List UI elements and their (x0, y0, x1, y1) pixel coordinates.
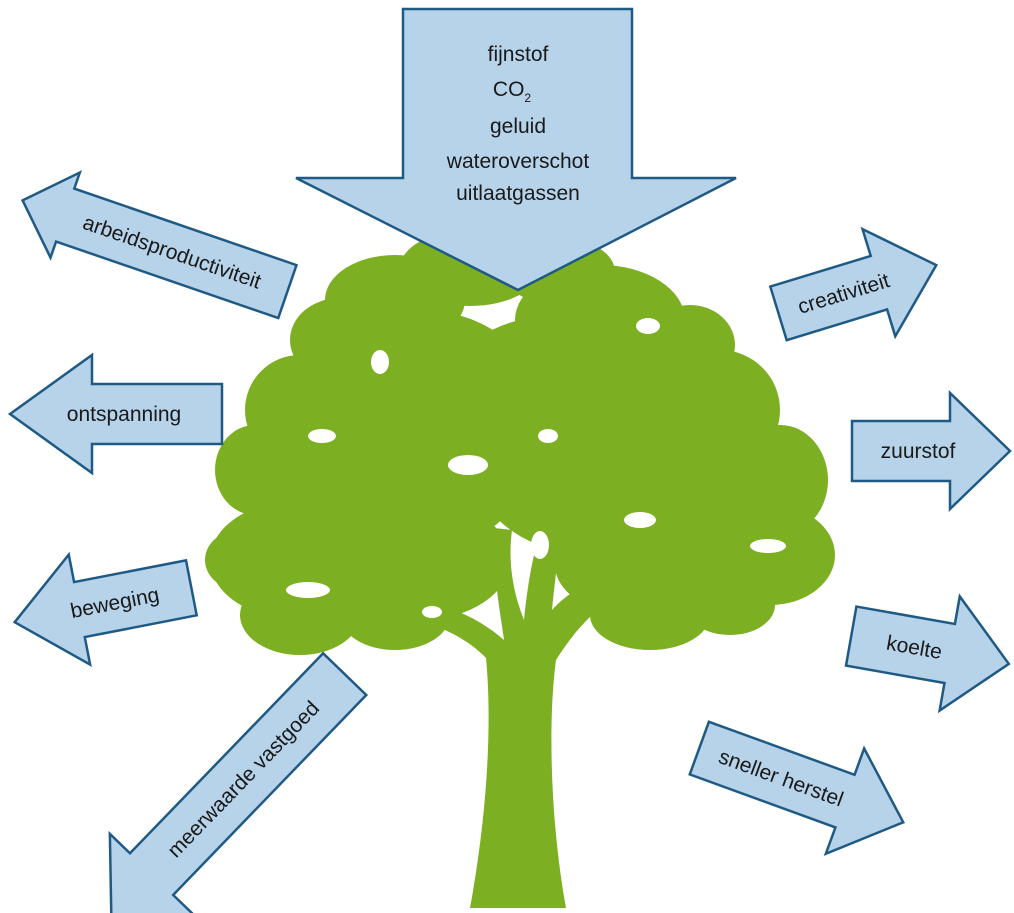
arrow-right-icon (844, 593, 1011, 714)
arrow-right-icon (688, 720, 905, 856)
arrow-sneller-herstel: sneller herstel (688, 720, 905, 856)
arrow-down-left-icon (108, 651, 369, 913)
incoming-item-geluid: geluid (490, 115, 546, 138)
down-arrow-icon (295, 7, 737, 292)
tree-icon (205, 230, 835, 908)
incoming-item-wateroverschot: wateroverschot (446, 150, 590, 173)
label-ontspanning: ontspanning (67, 403, 181, 426)
label-zuurstof: zuurstof (881, 440, 956, 463)
incoming-item-co2: CO2 (493, 78, 532, 105)
arrow-creativiteit: creativiteit (768, 226, 939, 342)
arrow-zuurstof: zuurstof (850, 390, 1012, 512)
co2-subscript: 2 (524, 91, 531, 105)
arrow-meerwaarde-vastgoed: meerwaarde vastgoed (108, 651, 369, 913)
arrow-beweging: beweging (12, 551, 199, 667)
arrow-koelte: koelte (844, 593, 1011, 714)
canopy-holes (286, 318, 786, 618)
arrow-right-icon (850, 390, 1012, 512)
incoming-item-fijnstof: fijnstof (488, 43, 549, 66)
label-meerwaarde-vastgoed: meerwaarde vastgoed (163, 697, 324, 862)
arrow-left-icon (7, 352, 224, 476)
co-text: CO (493, 78, 525, 101)
arrow-arbeidsproductiviteit: arbeidsproductiviteit (20, 170, 299, 320)
arrow-ontspanning: ontspanning (7, 352, 224, 476)
arrow-left-icon (12, 551, 199, 667)
incoming-item-uitlaatgassen: uitlaatgassen (456, 182, 580, 205)
arrow-right-icon (768, 226, 939, 342)
arrow-left-icon (20, 170, 299, 320)
incoming-arrow: fijnstof CO2 geluid wateroverschot uitla… (295, 7, 737, 292)
